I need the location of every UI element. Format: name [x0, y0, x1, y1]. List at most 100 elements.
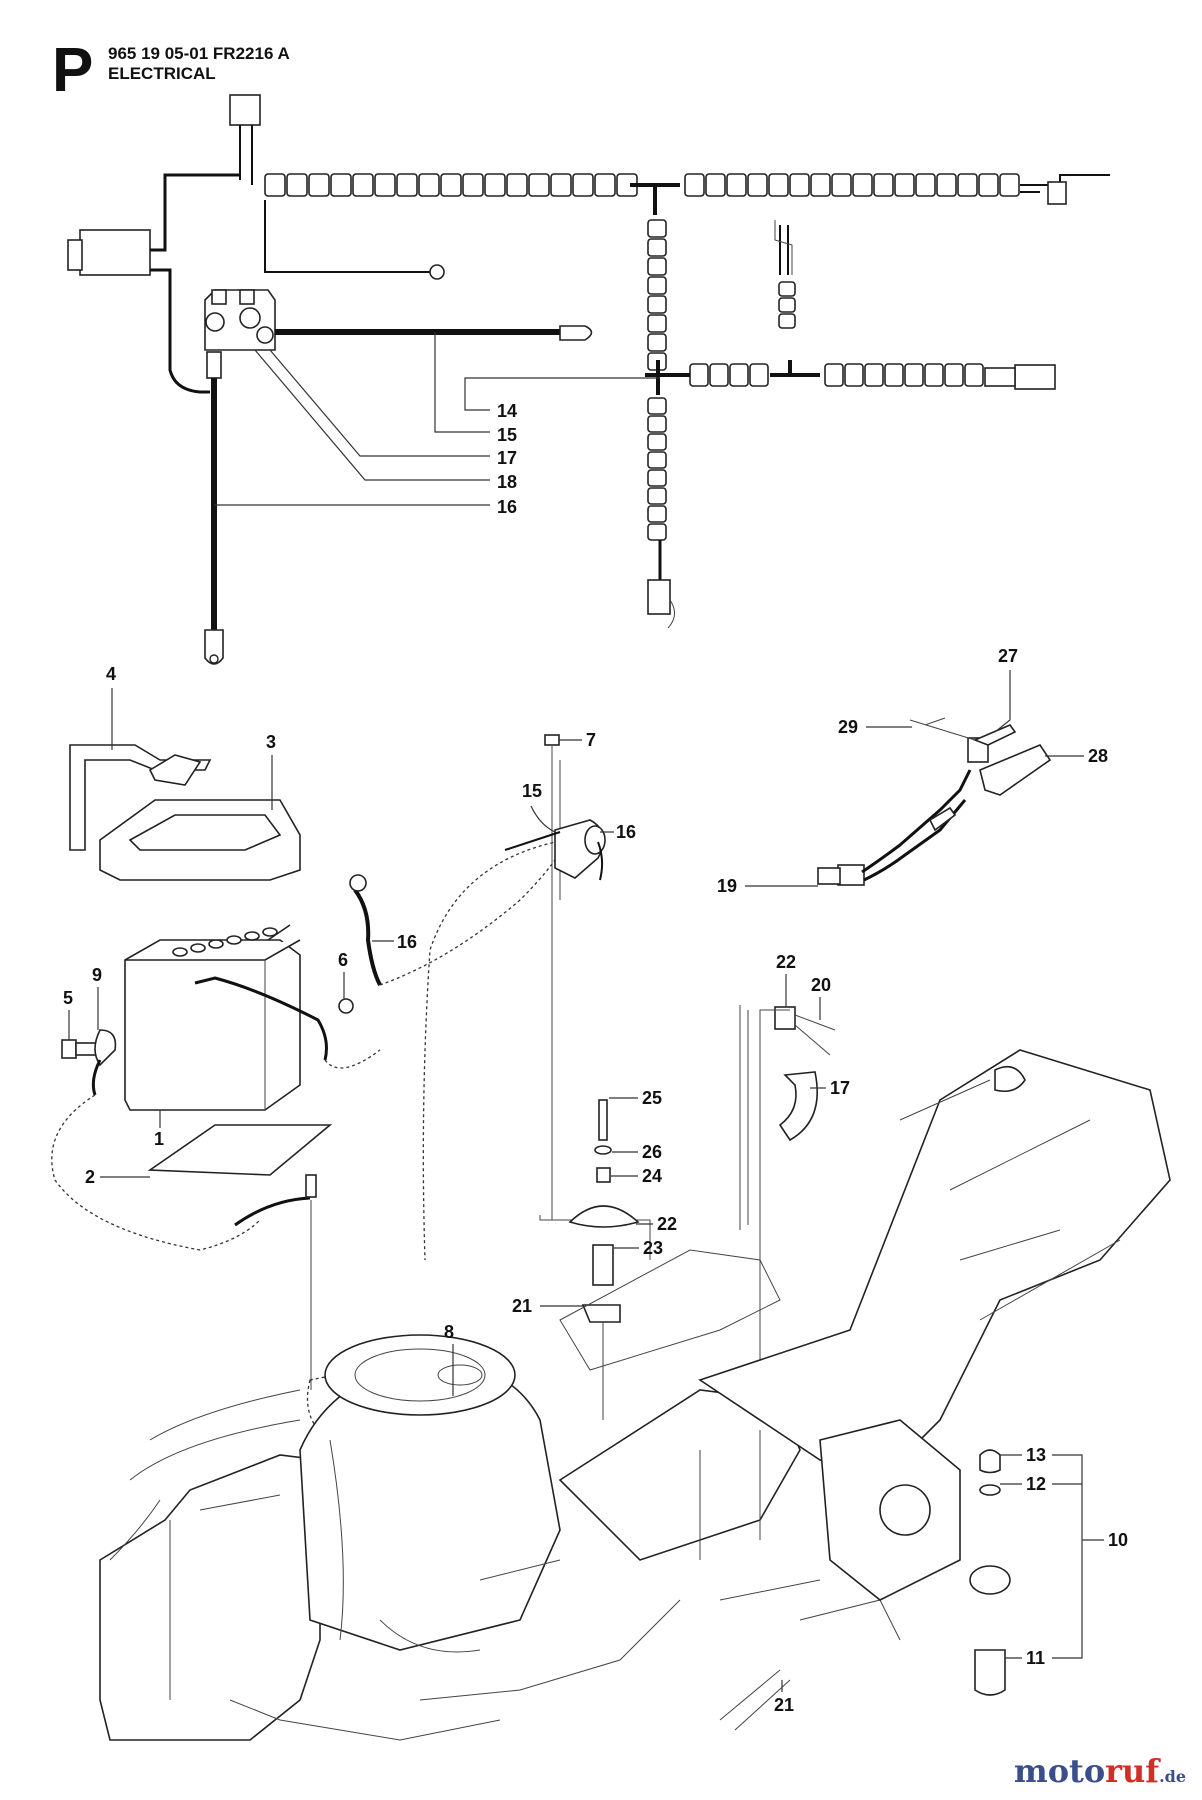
- harness-sheath-segment: [964, 363, 984, 387]
- battery-hold-down-bracket: [69, 744, 212, 851]
- seat-sensor-stack: [568, 1099, 640, 1420]
- harness-sheath-segment: [729, 363, 749, 387]
- callout-27: 24: [642, 1166, 662, 1186]
- callout-28: 25: [642, 1088, 662, 1108]
- harness-sheath-segment: [831, 173, 852, 197]
- callout-2: 2: [85, 1167, 95, 1187]
- battery-cell-cap: [262, 927, 278, 937]
- terminals-21: [719, 1579, 901, 1731]
- callout-15-harness: 15: [497, 425, 517, 445]
- callout-13: 13: [1026, 1445, 1046, 1465]
- callout-24: 21: [512, 1296, 532, 1316]
- harness-sheath-segment: [749, 363, 769, 387]
- callout-18: 18: [497, 472, 517, 492]
- battery-nut: [338, 998, 354, 1014]
- section-letter: P: [52, 36, 94, 105]
- harness-sheath-segment: [647, 469, 667, 487]
- part-13: [979, 1449, 1001, 1474]
- callout-15: 15: [522, 781, 542, 801]
- harness-sheath-segment: [684, 173, 705, 197]
- callout-10: 10: [1108, 1530, 1128, 1550]
- harness-top-connector: [229, 94, 261, 126]
- relay-mount: [554, 819, 606, 879]
- harness-sheath-segment: [352, 173, 374, 197]
- harness-sheath-segment: [894, 173, 915, 197]
- ground-cable-terminal: [94, 1029, 117, 1067]
- wiring-harness: [67, 94, 1110, 665]
- harness-sheath-segment: [594, 173, 616, 197]
- harness-sheath-segment: [924, 363, 944, 387]
- callout-4: 4: [106, 664, 116, 684]
- harness-sheath-segment: [647, 451, 667, 469]
- harness-sheath-segment: [844, 363, 864, 387]
- harness-sheath-segment: [647, 219, 667, 238]
- watermark-part-2: ruf: [1105, 1752, 1160, 1790]
- harness-sheath-segment: [330, 173, 352, 197]
- callout-23: 20: [811, 975, 831, 995]
- harness-sheath-segment: [747, 173, 768, 197]
- callout-3: 3: [266, 732, 276, 752]
- switch-22: [739, 1005, 836, 1381]
- relay: [79, 229, 151, 276]
- harness-sheath-segment: [264, 173, 286, 197]
- harness-sheath-segment: [978, 173, 999, 197]
- harness-sheath-segment: [418, 173, 440, 197]
- harness-sheath-segment: [999, 173, 1020, 197]
- callout-12: 12: [1026, 1474, 1046, 1494]
- harness-sheath-segment: [647, 333, 667, 352]
- harness-sheath-segment: [647, 257, 667, 276]
- harness-sheath-segment: [462, 173, 484, 197]
- harness-sheath-segment: [647, 295, 667, 314]
- battery-cell-cap: [226, 935, 242, 945]
- battery-cell-cap: [172, 947, 188, 957]
- washer-12: [979, 1484, 1001, 1496]
- harness-sheath-segment: [778, 281, 796, 297]
- battery: [124, 924, 301, 1111]
- harness-sheath-segment: [689, 363, 709, 387]
- harness-sheath-segment: [647, 487, 667, 505]
- diagram-title: ELECTRICAL: [108, 64, 216, 83]
- harness-sheath-segment: [374, 173, 396, 197]
- harness-sheath-segment: [308, 173, 330, 197]
- harness-sheath-segment: [484, 173, 506, 197]
- harness-sheath-segment: [647, 276, 667, 295]
- watermark-part-1: moto: [1013, 1752, 1106, 1790]
- document-number: 965 19 05-01 FR2216 A: [108, 44, 290, 63]
- callout-29: 26: [642, 1142, 662, 1162]
- harness-sheath-segment: [647, 433, 667, 451]
- harness-sheath-segment: [647, 397, 667, 415]
- harness-sheath-segment: [778, 313, 796, 329]
- battery-cell-cap: [208, 939, 224, 949]
- callout-17: 16: [616, 822, 636, 842]
- harness-sheath-segment: [647, 415, 667, 433]
- watermark-part-3: .de: [1159, 1767, 1186, 1786]
- harness-sheath-segment: [810, 173, 831, 197]
- callout-16: 16: [397, 932, 417, 952]
- callout-31: 28: [1088, 746, 1108, 766]
- harness-sheath-segment: [824, 363, 844, 387]
- part-11: [974, 1649, 1006, 1696]
- callout-19: 19: [717, 876, 737, 896]
- callout-20: 17: [830, 1078, 850, 1098]
- battery-tray-mat: [147, 1124, 333, 1176]
- harness-sheath-segment: [647, 523, 667, 541]
- harness-sheath-segment: [572, 173, 594, 197]
- battery-cell-cap: [244, 931, 260, 941]
- harness-sheath-segment: [768, 173, 789, 197]
- callout-labels: 14 15 17 18 16 4 3 7 15 16 16 6 5 9 1 2 …: [63, 401, 1128, 1715]
- harness-sheath-segment: [904, 363, 924, 387]
- harness-sheath-segment: [957, 173, 978, 197]
- relay-bolt: [544, 734, 560, 746]
- callout-25: 22: [657, 1214, 677, 1234]
- harness-sheath-segment: [873, 173, 894, 197]
- callout-8: 8: [444, 1322, 454, 1342]
- callout-17-harness: 17: [497, 448, 517, 468]
- callout-21: 21: [774, 1695, 794, 1715]
- harness-sheath-segment: [709, 363, 729, 387]
- callout-7: 7: [586, 730, 596, 750]
- battery-cover: [99, 799, 301, 881]
- callout-30: 27: [998, 646, 1018, 666]
- callout-5: 5: [63, 988, 73, 1008]
- harness-sheath-segment: [852, 173, 873, 197]
